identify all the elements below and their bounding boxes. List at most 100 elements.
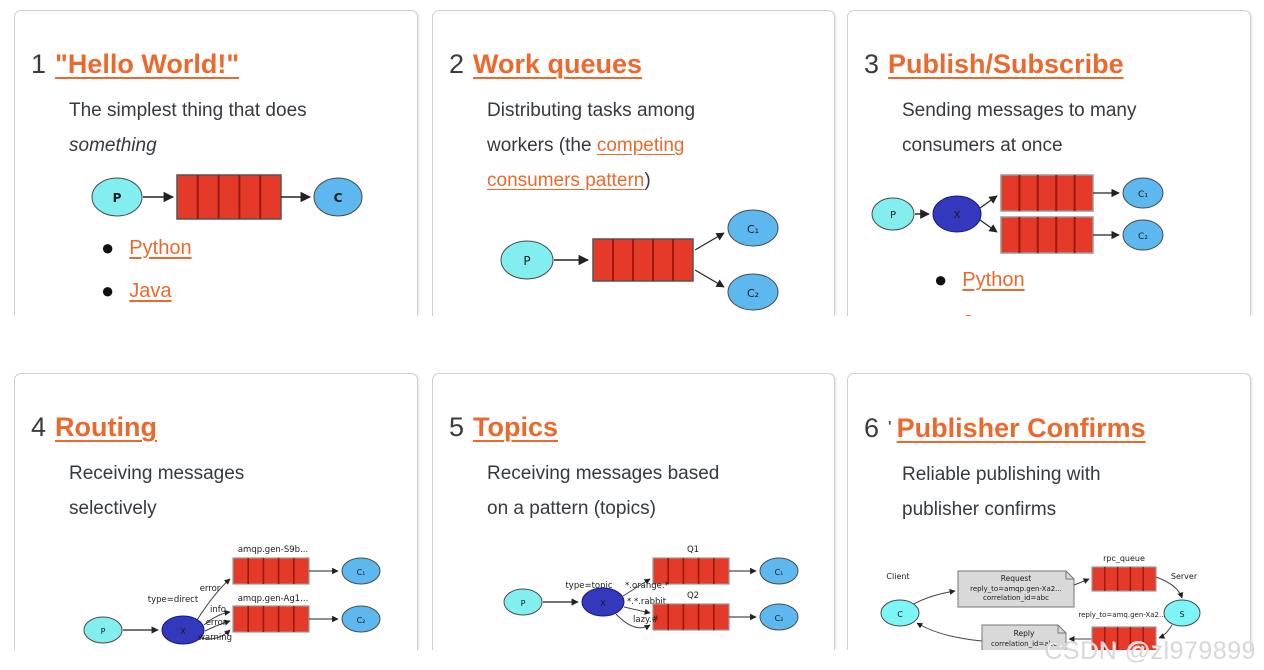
exchange-ellipse: [581, 587, 625, 617]
binding1-label: error: [200, 584, 221, 594]
queue2-shape: [1000, 216, 1094, 254]
tutorial-link-routing[interactable]: Routing: [55, 412, 157, 442]
queue1-shape: [652, 557, 730, 585]
queue2-shape: [232, 605, 310, 633]
queue-shape: [592, 238, 694, 282]
publish-subscribe-diagram: P X C₁ C: [871, 174, 1164, 254]
queue2-shape: [652, 603, 730, 631]
binding1-label: *.orange.*: [625, 581, 669, 591]
server-label: Server: [1171, 572, 1198, 581]
consumer1-ellipse: [759, 557, 799, 585]
card-topics: 5 Topics Receiving messages based on a pa…: [432, 373, 835, 650]
bullet-icon: ●: [101, 235, 115, 260]
competing-consumers-link[interactable]: competing consumers pattern: [487, 135, 685, 191]
description-text: Distributing tasks among workers (the: [487, 100, 696, 156]
tutorial-link-hello-world[interactable]: "Hello World!": [55, 49, 240, 79]
binding3-label: lazy.#: [633, 615, 659, 625]
exchange-ellipse: [932, 195, 982, 233]
queue2-shape: [1091, 626, 1157, 650]
tutorial-link-publish-subscribe[interactable]: Publish/Subscribe: [888, 49, 1124, 79]
bullet-icon: ●: [101, 278, 115, 303]
queue1-shape: [232, 557, 310, 585]
tutorial-link-publisher-confirms[interactable]: Publisher Confirms: [896, 413, 1146, 443]
request-title: Request: [1001, 574, 1032, 583]
consumer1-label: C₁: [1138, 190, 1148, 200]
list-item: ● Python: [934, 267, 1240, 293]
producer-label: P: [521, 599, 526, 608]
bullet-icon: ●: [934, 267, 948, 292]
client-node-label: C: [897, 610, 903, 619]
queue2-name-label: amqp.gen-Ag1...: [238, 594, 309, 604]
card-description: Sending messages to many consumers at on…: [902, 93, 1202, 163]
card-number: 5: [449, 412, 465, 442]
rpc-queue-label: rpc_queue: [1103, 554, 1145, 563]
producer-label: P: [890, 210, 896, 221]
hello-world-diagram: P C: [91, 174, 363, 220]
language-links: ● Python ● Java: [864, 267, 1240, 316]
producer-label: P: [113, 191, 122, 205]
queue1-name-label: amqp.gen-S9b...: [238, 545, 308, 555]
list-item: ● Java: [934, 310, 1240, 316]
consumer2-label: C₂: [1138, 232, 1148, 242]
reply-title: Reply: [1014, 629, 1035, 638]
consumer1-label: C₁: [775, 568, 784, 577]
card-hello-world: 1"Hello World!" The simplest thing that …: [14, 10, 418, 316]
tutorial-link-topics[interactable]: Topics: [473, 412, 559, 442]
list-item: ● Python: [101, 235, 407, 261]
consumer1-ellipse: [1122, 177, 1164, 209]
consumer1-ellipse: [341, 557, 381, 585]
description-text: Receiving messages based on a pattern (t…: [487, 463, 720, 519]
exchange-label: X: [600, 599, 606, 608]
producer-ellipse: [500, 240, 554, 280]
tutorial-link-work-queues[interactable]: Work queues: [473, 49, 643, 79]
server-ellipse: [1163, 599, 1201, 627]
exchange-type-label: type=topic: [565, 581, 612, 591]
java-link[interactable]: Java: [962, 312, 1004, 317]
card-heading: 5 Topics: [449, 412, 824, 442]
card-number: 1: [31, 49, 47, 79]
consumer2-ellipse: [341, 605, 381, 633]
card-number: 2: [449, 49, 465, 79]
card-description: Receiving messages based on a pattern (t…: [487, 456, 737, 526]
publisher-confirms-diagram: Client C Request reply_to=amqp.gen-Xa2..…: [880, 554, 1201, 650]
python-link[interactable]: Python: [129, 236, 192, 259]
reply-line1: correlation_id=abc: [991, 640, 1057, 648]
binding4-label: warning: [198, 633, 232, 643]
python-link[interactable]: Python: [962, 268, 1025, 291]
exchange-label: X: [180, 627, 186, 636]
description-text: Receiving messages selectively: [69, 463, 245, 519]
language-links: ● Python ● Java: [31, 235, 407, 304]
server-node-label: S: [1179, 610, 1184, 619]
routing-diagram: amqp.gen-S9b... C₁ type=direct error P X…: [83, 545, 381, 645]
consumer1-label: C₁: [747, 223, 759, 236]
reply-queue-name-label: reply_to=amq.gen-Xa2...: [1078, 611, 1165, 619]
queue1-name-label: Q1: [687, 545, 699, 555]
binding2-label: info: [210, 605, 226, 615]
bullet-icon: ●: [934, 310, 947, 316]
consumer2-label: C₂: [357, 616, 366, 625]
producer-label: P: [523, 254, 530, 268]
exchange-type-label: type=direct: [148, 595, 199, 605]
java-link[interactable]: Java: [129, 279, 172, 302]
producer-ellipse: [871, 197, 915, 231]
binding3-label: error: [206, 618, 227, 628]
consumer2-label: C₂: [775, 614, 784, 623]
producer-ellipse: [91, 177, 143, 217]
reply-note-shape: [981, 624, 1067, 650]
card-publisher-confirms: 6'Publisher Confirms Reliable publishing…: [847, 373, 1251, 650]
card-description: Distributing tasks among workers (the co…: [487, 93, 737, 198]
card-number: 6: [864, 413, 880, 443]
description-text: Reliable publishing with publisher confi…: [902, 464, 1101, 520]
request-line1: reply_to=amqp.gen-Xa2...: [970, 585, 1062, 593]
card-work-queues: 2 Work queues Distributing tasks among wo…: [432, 10, 835, 316]
binding2-label: *.*.rabbit: [627, 597, 667, 607]
list-item: ● Java: [101, 278, 407, 304]
exchange-label: X: [954, 210, 961, 221]
csdn-watermark: CSDN @zl979899: [1044, 637, 1256, 665]
client-ellipse: [880, 599, 920, 627]
